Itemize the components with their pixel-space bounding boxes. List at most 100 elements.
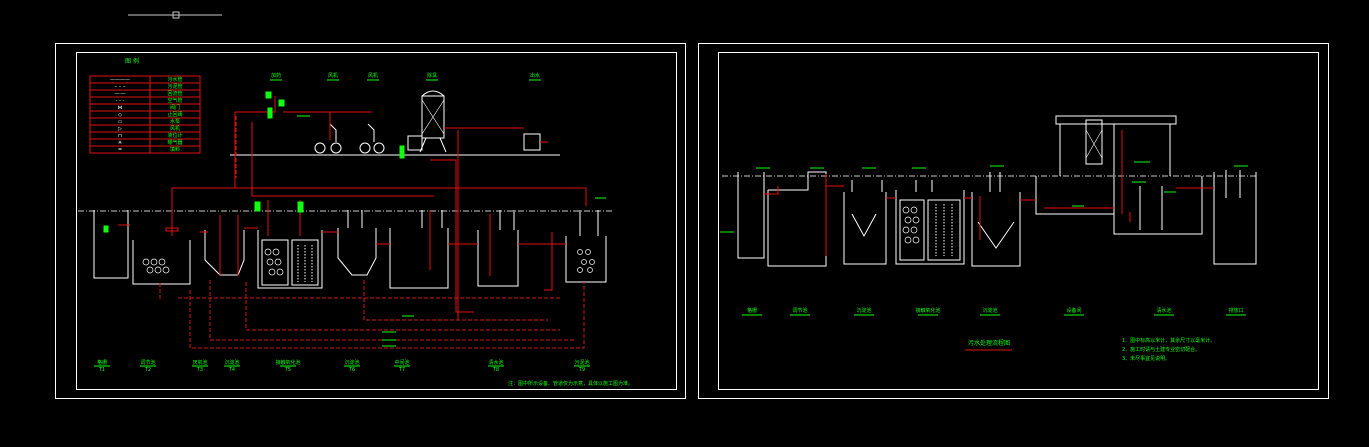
rs-red-pipes: [764, 130, 1214, 256]
blower-1: [314, 142, 326, 154]
media-fill: [142, 248, 595, 276]
legend-symbol: ▭: [118, 119, 123, 125]
legend-symbol: ◇: [118, 112, 122, 118]
rs-settling-tank-1: [843, 192, 887, 265]
bottom-tag-code: T6: [348, 367, 355, 373]
right-drawing-title: 污水处理流程图: [968, 339, 1010, 347]
legend-meaning: 水泵: [170, 118, 180, 125]
clear-water-tank: [477, 230, 519, 287]
bottom-tag-code: T8: [492, 367, 499, 373]
right-sheet: 格栅调节池沉淀池接触氧化池沉淀池设备间清水池排放口 污水处理流程图 1、图中标高…: [698, 43, 1329, 399]
legend-meaning: 回流管: [167, 90, 182, 97]
top-tag: 除臭: [427, 72, 437, 79]
right-note: 1、图中标高以米计，其余尺寸以毫米计。: [1122, 337, 1215, 344]
rs-grid-chamber: [737, 172, 765, 259]
bottom-tag-name: 中间池: [394, 359, 409, 366]
legend-symbol: ⋈: [118, 105, 123, 111]
legend-meaning: 空气管: [167, 97, 182, 104]
legend-meaning: 填料: [170, 146, 180, 153]
right-tag: 设备间: [1066, 307, 1081, 314]
sludge-tank: [565, 236, 607, 283]
outlet-valve-box: [523, 133, 541, 151]
left-sheet-note: 注：图中所示设备、管道仅为示意，具体以施工图为准。: [508, 380, 633, 387]
bottom-tag-name: 格栅: [97, 359, 107, 366]
top-title-bar: [128, 11, 222, 19]
top-tag: 风机: [328, 72, 338, 79]
legend-title: 图 例: [125, 57, 139, 65]
red-dashed-pipes: [159, 116, 585, 349]
bottom-tag-name: 沉淀池: [344, 359, 359, 366]
right-note: 3、未尽事宜见说明。: [1122, 355, 1170, 362]
top-tag: 出水: [530, 72, 540, 79]
bottom-tag-code: T2: [144, 367, 151, 373]
bottom-tag-code: T5: [284, 367, 291, 373]
rs-media-fill: [902, 206, 920, 244]
right-tag: 清水池: [1156, 307, 1171, 314]
right-tag: 沉淀池: [982, 307, 997, 314]
top-tag: 加药: [271, 72, 281, 79]
right-tag: 格栅: [747, 307, 757, 314]
right-tanks: [737, 115, 1257, 267]
right-tag: 调节池: [792, 307, 807, 314]
bottom-tag-code: T3: [196, 367, 203, 373]
bottom-tag-code: T9: [578, 367, 585, 373]
legend-symbol: ▷: [118, 126, 122, 132]
legend-meaning: 风机: [170, 125, 180, 132]
rs-clear-water-tank: [1035, 176, 1203, 235]
anaerobic-cone-tank: [204, 230, 245, 276]
legend-symbol: ✳: [118, 140, 122, 146]
rs-discharge-well: [1213, 172, 1257, 265]
bottom-tag-code: T4: [228, 367, 235, 373]
bottom-tag-name: 清水池: [488, 359, 503, 366]
bottom-tag-code: T7: [398, 367, 405, 373]
left-sheet-inner-frame: [76, 52, 677, 390]
right-bottom-tags: 格栅调节池沉淀池接触氧化池沉淀池设备间清水池排放口: [742, 307, 1246, 316]
left-tanks: [93, 210, 607, 289]
bottom-tag-name: 污泥池: [574, 359, 589, 366]
left-equipment: [314, 90, 541, 154]
bottom-tag-name: 调节池: [140, 359, 155, 366]
legend-meaning: 液位计: [167, 132, 182, 139]
intermediate-tank: [389, 228, 449, 289]
bottom-tag-code: T1: [98, 367, 105, 373]
rs-green-marks: [720, 161, 1248, 233]
settling-cone-tank: [337, 228, 377, 276]
legend-symbol: - - -: [116, 98, 125, 104]
rs-contact-oxidation-tank: [895, 190, 965, 265]
left-top-tags: 加药 风机 风机 除臭 出水: [270, 72, 541, 81]
right-note: 2、施工时请与土建专业密切配合。: [1122, 346, 1200, 353]
right-sheet-outer-frame: [698, 43, 1329, 399]
right-notes: 1、图中标高以米计，其余尺寸以毫米计。 2、施工时请与土建专业密切配合。 3、未尽事…: [1122, 337, 1215, 362]
rs-carrier-frames: [935, 204, 953, 256]
contact-oxidation-tank: [257, 230, 323, 289]
legend-symbol: – – –: [115, 84, 126, 90]
legend-symbol: ————: [110, 77, 130, 83]
top-tag: 风机: [368, 72, 378, 79]
right-title-block: 污水处理流程图: [965, 339, 1012, 351]
bio-carrier-frames: [297, 245, 313, 282]
blower-3: [359, 142, 371, 154]
legend-table: 图 例 ———— 污水管 – – – 污泥管 —·— 回流管 - - - 空气管 ⋈ 阀门 ◇ 止回阀…: [89, 57, 201, 154]
right-tag: 沉淀池: [856, 307, 871, 314]
left-green-marks: [103, 91, 606, 347]
left-bottom-tags: 格栅T1调节池T2厌氧池T3沉淀池T4接触氧化池T5沉淀池T6中间池T7清水池T…: [94, 359, 590, 373]
blower-2: [330, 142, 342, 154]
blower-4: [373, 142, 385, 154]
left-sheet: 图 例 ———— 污水管 – – – 污泥管 —·— 回流管 - - - 空气管 ⋈ 阀门 ◇ 止回阀…: [55, 43, 686, 399]
legend-symbol: ♒: [118, 147, 123, 153]
rs-settling-tank-2: [971, 192, 1021, 267]
legend-symbol: ⊓: [118, 133, 122, 139]
legend-meaning: 阀门: [170, 104, 180, 111]
legend-meaning: 污泥管: [167, 83, 182, 90]
legend-meaning: 污水管: [167, 76, 182, 83]
right-tag: 排放口: [1228, 307, 1243, 314]
legend-meaning: 曝气器: [167, 139, 182, 146]
bottom-tag-name: 接触氧化池: [275, 359, 300, 366]
grid-chamber: [93, 210, 129, 279]
deodorization-tower: [421, 95, 445, 139]
equalization-tank: [132, 240, 191, 285]
legend-symbol: —·—: [114, 91, 126, 97]
legend-meaning: 止回阀: [167, 111, 182, 118]
left-sheet-outer-frame: [55, 43, 686, 399]
